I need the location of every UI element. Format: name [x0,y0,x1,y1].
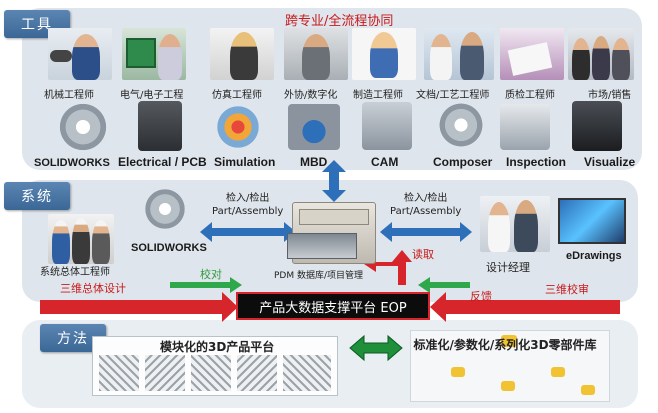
tool-label-electrical: Electrical / PCB [118,155,207,169]
composer-gear-icon [436,100,486,150]
edrawings-screen-icon [558,198,626,244]
design-manager-label: 设计经理 [486,261,530,274]
role-label-sim: 仿真工程师 [212,90,262,101]
role-photo-market [568,28,634,80]
manager-figure [488,202,510,252]
parts-library-label: 标准化/参数化/系列化3D零部件库 [413,338,597,352]
cad-thumbnail [191,355,231,391]
worker-icon [370,32,398,78]
role-label-doc: 文档/工艺工程师 [416,90,490,101]
feedback-arrow [418,277,470,293]
system-left-tool-label: SOLIDWORKS [131,242,207,254]
helmet-engineer-figure [72,218,90,264]
role-photo-doc [424,28,494,80]
tools-system-arrow [322,160,346,202]
design-to-platform-arrow [40,292,238,322]
engineer-figure [430,34,452,80]
drawer-top [299,209,369,225]
system-solidworks-gear-icon [142,186,188,232]
role-photo-outsourcing [284,28,348,80]
car-model [50,50,72,62]
tree-node-icon [501,381,515,391]
checkin-left-label: 检入/检出 Part/Assembly [212,193,284,217]
checkin-right-arrow [380,222,472,242]
engineer-figure [460,32,484,80]
system-right-review-label: 三维校审 [545,283,589,296]
system-left-design-label: 三维总体设计 [60,282,126,295]
tree-node-icon [451,367,465,377]
mbd-part-icon [288,104,340,150]
cam-part-icon [362,102,412,150]
helmet-engineer-figure [52,220,70,264]
checkin-right-label: 检入/检出 Part/Assembly [390,193,462,217]
tool-label-composer: Composer [433,155,493,169]
pdm-label: PDM 数据库/项目管理 [274,271,364,281]
cad-thumbnail [283,355,331,391]
simulation-gear-icon [213,102,263,152]
system-engineers-photo [48,214,114,264]
tool-label-visualize: Visualize [584,155,636,169]
role-label-qa: 质检工程师 [505,90,555,101]
role-photo-elec [122,28,186,80]
modular-platform-panel [92,336,338,396]
tool-label-inspection: Inspection [506,155,567,169]
visualize-render-icon [572,101,622,151]
role-photo-qa [500,28,564,80]
tree-node-icon [551,367,565,377]
tool-label-mbd: MBD [300,155,328,169]
tool-label-simulation: Simulation [214,155,276,169]
cad-thumbnail [145,355,185,391]
cad-thumbnail [237,355,277,391]
role-photo-sim [210,28,274,80]
feedback-label: 反馈 [470,290,492,303]
electrical-cabinet-icon [138,101,182,151]
checkin-left-arrow [200,222,296,242]
drawer-bottom-open [287,233,357,259]
people-figure [572,38,590,80]
engineer-figure [72,34,100,80]
review-to-platform-arrow [430,292,620,322]
cad-thumbnail [99,355,139,391]
tree-node-icon [581,385,595,395]
role-label-elec: 电气/电子工程 [120,90,184,101]
inspection-caliper-icon [500,104,550,150]
method-link-arrow [349,334,403,362]
role-photo-mech [48,28,112,80]
pcb-board [126,38,156,68]
tree-node-icon [501,335,517,347]
platform-bar: 产品大数据支撑平台 EOP [236,292,430,320]
edrawings-label: eDrawings [566,250,622,262]
verify-label: 校对 [200,268,222,281]
engineer-figure [302,34,330,80]
people-figure [612,38,630,80]
role-photo-mfg [352,28,416,80]
role-label-mfg: 制造工程师 [353,90,403,101]
verify-arrow [170,277,242,293]
system-left-role-label: 系统总体工程师 [40,267,110,278]
read-label: 读取 [412,248,434,261]
engineer-figure [158,34,182,80]
manager-figure [514,200,538,252]
design-manager-photo [480,196,550,252]
pdm-cabinet-icon [287,202,376,264]
system-tag: 系统 [4,182,70,210]
tool-label-solidworks: SOLIDWORKS [34,157,110,169]
people-figure [592,36,610,80]
tools-header: 跨专业/全流程协同 [285,14,394,29]
parts-library-tree [410,330,610,402]
role-label-outsourcing: 外协/数字化 [284,90,338,101]
solidworks-gear-icon [56,100,110,154]
role-label-mech: 机械工程师 [44,90,94,101]
modular-platform-label: 模块化的3D产品平台 [160,340,275,354]
tool-label-cam: CAM [371,155,399,169]
engineer-figure [230,32,258,80]
platform-label: 产品大数据支撑平台 EOP [259,300,407,316]
role-label-market: 市场/销售 [588,90,632,101]
helmet-engineer-figure [92,220,110,264]
